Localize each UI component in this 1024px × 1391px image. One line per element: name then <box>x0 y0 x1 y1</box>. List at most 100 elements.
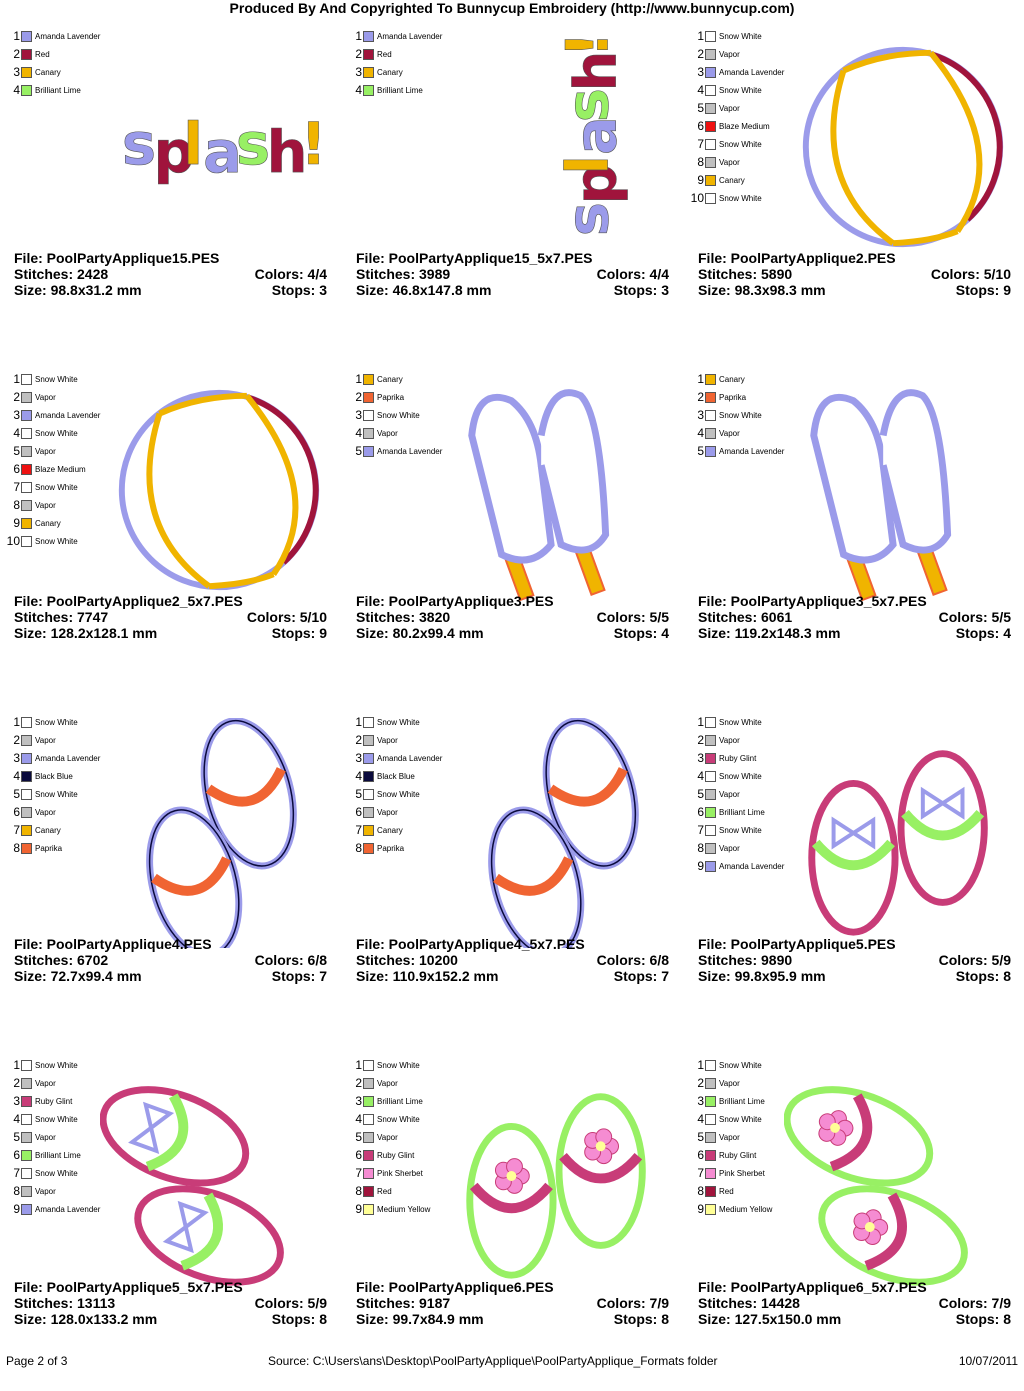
flip-flops-art <box>466 1093 646 1279</box>
flip-flops-art <box>146 718 297 948</box>
thread-number: 5 <box>697 787 704 801</box>
thread-name: Vapor <box>377 1078 398 1088</box>
beach-ball-art <box>118 389 320 591</box>
thread-number: 1 <box>697 29 704 43</box>
thread-name: Canary <box>719 374 745 384</box>
thread-number: 2 <box>355 390 362 404</box>
thread-swatch <box>21 1203 32 1215</box>
thread-number: 8 <box>697 841 704 855</box>
thread-name: Vapor <box>719 735 740 745</box>
thread-swatch <box>705 120 716 132</box>
file-name: File: PoolPartyApplique5.PES <box>698 936 896 952</box>
thread-name: Amanda Lavender <box>377 446 443 456</box>
splash-letter: p <box>154 119 195 186</box>
color-count: Colors: 7/9 <box>596 1295 669 1311</box>
design-size: Size: 110.9x152.2 mm <box>356 968 499 984</box>
thread-swatch <box>705 716 716 728</box>
flip-flops-art <box>488 718 639 948</box>
color-count: Colors: 5/5 <box>596 609 669 625</box>
stitch-count: Stitches: 13113 <box>14 1295 116 1311</box>
thread-number: 6 <box>697 805 704 819</box>
flip-flops-art <box>100 1086 284 1286</box>
splash-letter: s <box>555 202 622 236</box>
thread-swatch <box>363 30 374 42</box>
thread-number: 1 <box>355 1058 362 1072</box>
thread-number: 1 <box>697 372 704 386</box>
splash-letter: l <box>555 155 622 175</box>
file-name: File: PoolPartyApplique15.PES <box>14 250 220 266</box>
thread-swatch <box>363 1077 374 1089</box>
thread-swatch <box>21 842 32 854</box>
thread-number: 6 <box>697 1148 704 1162</box>
thread-name: Snow White <box>35 1060 78 1070</box>
thread-swatch <box>705 192 716 204</box>
color-count: Colors: 5/9 <box>938 952 1011 968</box>
thread-number: 2 <box>697 733 704 747</box>
thread-swatch <box>705 1095 716 1107</box>
thread-name: Red <box>719 1186 734 1196</box>
file-name: File: PoolPartyApplique4_5x7.PES <box>356 936 585 952</box>
thread-name: Vapor <box>35 392 56 402</box>
thread-number: 2 <box>355 47 362 61</box>
thread-name: Red <box>377 1186 392 1196</box>
thread-name: Vapor <box>719 1078 740 1088</box>
design-preview <box>784 1086 968 1286</box>
thread-number: 4 <box>13 1112 20 1126</box>
file-name: File: PoolPartyApplique2_5x7.PES <box>14 593 243 609</box>
thread-name: Snow White <box>719 410 762 420</box>
thread-number: 7 <box>697 1166 704 1180</box>
thread-name: Paprika <box>35 843 63 853</box>
flip-flop <box>200 718 297 870</box>
thread-swatch <box>363 842 374 854</box>
thread-number: 9 <box>13 1202 20 1216</box>
thread-name: Snow White <box>35 428 78 438</box>
thread-number: 8 <box>697 155 704 169</box>
thread-number: 3 <box>355 1094 362 1108</box>
thread-name: Snow White <box>719 771 762 781</box>
thread-number: 4 <box>697 83 704 97</box>
thread-number: 2 <box>355 733 362 747</box>
stop-count: Stops: 7 <box>613 968 669 984</box>
thread-name: Brilliant Lime <box>35 1150 81 1160</box>
thread-swatch <box>363 84 374 96</box>
thread-swatch <box>363 752 374 764</box>
thread-number: 10 <box>6 534 20 548</box>
thread-swatch <box>363 48 374 60</box>
thread-number: 8 <box>13 841 20 855</box>
thread-name: Canary <box>35 518 61 528</box>
thread-swatch <box>705 391 716 403</box>
design-size: Size: 128.0x133.2 mm <box>14 1311 158 1327</box>
thread-name: Amanda Lavender <box>377 31 443 41</box>
thread-name: Vapor <box>35 807 56 817</box>
popsicle-art <box>468 389 610 602</box>
color-count: Colors: 5/9 <box>254 1295 327 1311</box>
thread-swatch <box>21 48 32 60</box>
stitch-count: Stitches: 3989 <box>356 266 451 282</box>
thread-swatch <box>705 1203 716 1215</box>
design-size: Size: 99.7x84.9 mm <box>356 1311 484 1327</box>
flip-flops-art <box>784 1086 968 1286</box>
thread-name: Vapor <box>719 843 740 853</box>
